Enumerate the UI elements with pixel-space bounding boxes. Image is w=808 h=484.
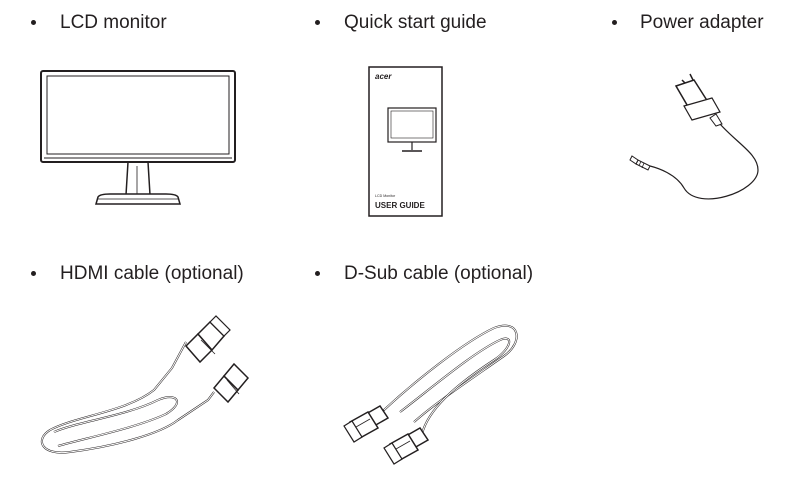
power-adapter-icon: [628, 73, 764, 214]
booklet-model-line: LCD Monitor: [375, 194, 396, 198]
lcd-monitor-icon: [40, 70, 236, 212]
quick-start-guide-icon: acer LCD Monitor USER GUIDE: [368, 66, 444, 218]
bullet: [31, 271, 36, 276]
item-label: Power adapter: [640, 12, 764, 33]
dsub-cable-icon: [343, 322, 520, 468]
booklet-brand: acer: [375, 72, 392, 81]
booklet-title: USER GUIDE: [375, 201, 425, 210]
bullet: [315, 271, 320, 276]
bullet: [612, 20, 617, 25]
item-label: LCD monitor: [60, 12, 167, 33]
item-label: HDMI cable (optional): [60, 263, 244, 284]
hdmi-cable-icon: [36, 315, 250, 460]
bullet: [31, 20, 36, 25]
item-label: D-Sub cable (optional): [344, 263, 534, 284]
item-label: Quick start guide: [344, 12, 487, 33]
bullet: [315, 20, 320, 25]
